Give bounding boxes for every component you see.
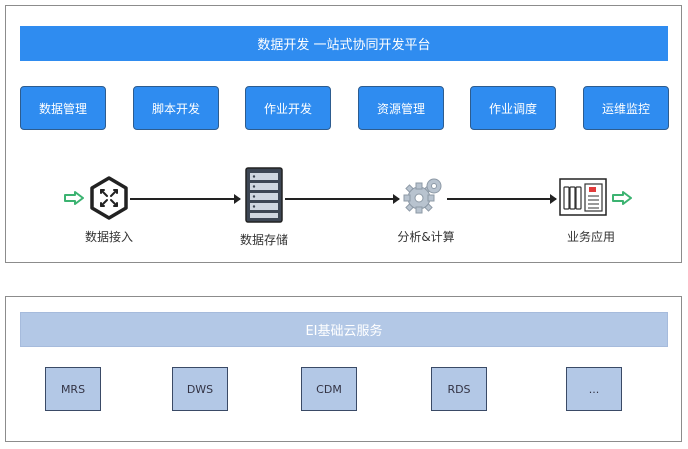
data-ingest-icon <box>90 176 128 220</box>
flow-arrow-1 <box>130 194 241 204</box>
module-label: 数据管理 <box>38 101 87 116</box>
service-label: CDM <box>316 382 342 396</box>
platform-title: 数据开发 一站式协同开发平台 <box>257 38 431 53</box>
flow-step-label: 分析&计算 <box>397 230 455 244</box>
green-entry-arrow-icon <box>64 191 84 205</box>
module-resource-management: 资源管理 <box>358 86 444 130</box>
flow-step-label: 业务应用 <box>566 230 616 244</box>
service-cdm: CDM <box>301 367 357 411</box>
module-ops-monitoring: 运维监控 <box>583 86 669 130</box>
flow-step-label: 数据存储 <box>239 233 289 247</box>
platform-title-banner: 数据开发 一站式协同开发平台 <box>20 26 668 61</box>
module-label: 资源管理 <box>376 101 425 116</box>
module-data-management: 数据管理 <box>20 86 106 130</box>
flow-arrow-3 <box>447 194 557 204</box>
module-label: 运维监控 <box>601 101 650 116</box>
module-job-scheduling: 作业调度 <box>470 86 556 130</box>
service-label: ... <box>588 382 600 396</box>
module-script-development: 脚本开发 <box>133 86 219 130</box>
service-label: DWS <box>186 382 214 396</box>
cloud-title-banner: EI基础云服务 <box>20 312 668 347</box>
server-storage-icon <box>245 167 283 223</box>
module-job-development: 作业开发 <box>245 86 331 130</box>
platform-panel: 数据开发 一站式协同开发平台 数据管理 脚本开发 作业开发 资源管理 作业调度 … <box>5 5 682 263</box>
flow-step-label: 数据接入 <box>84 230 134 244</box>
module-label: 作业开发 <box>263 101 312 116</box>
service-mrs: MRS <box>45 367 101 411</box>
service-rds: RDS <box>431 367 487 411</box>
flow-arrow-2 <box>285 194 400 204</box>
service-label: MRS <box>60 382 86 396</box>
service-label: RDS <box>447 382 471 396</box>
cloud-title: EI基础云服务 <box>305 324 383 339</box>
module-row: 数据管理 脚本开发 作业开发 资源管理 作业调度 运维监控 <box>20 86 669 130</box>
business-app-icon <box>559 178 607 216</box>
green-exit-arrow-icon <box>612 191 632 205</box>
cloud-services-panel: EI基础云服务 MRS DWS CDM RDS ... <box>5 296 682 442</box>
gear-compute-icon <box>403 178 442 214</box>
module-label: 脚本开发 <box>151 101 200 116</box>
service-dws: DWS <box>172 367 228 411</box>
module-label: 作业调度 <box>488 101 537 116</box>
service-more: ... <box>566 367 622 411</box>
